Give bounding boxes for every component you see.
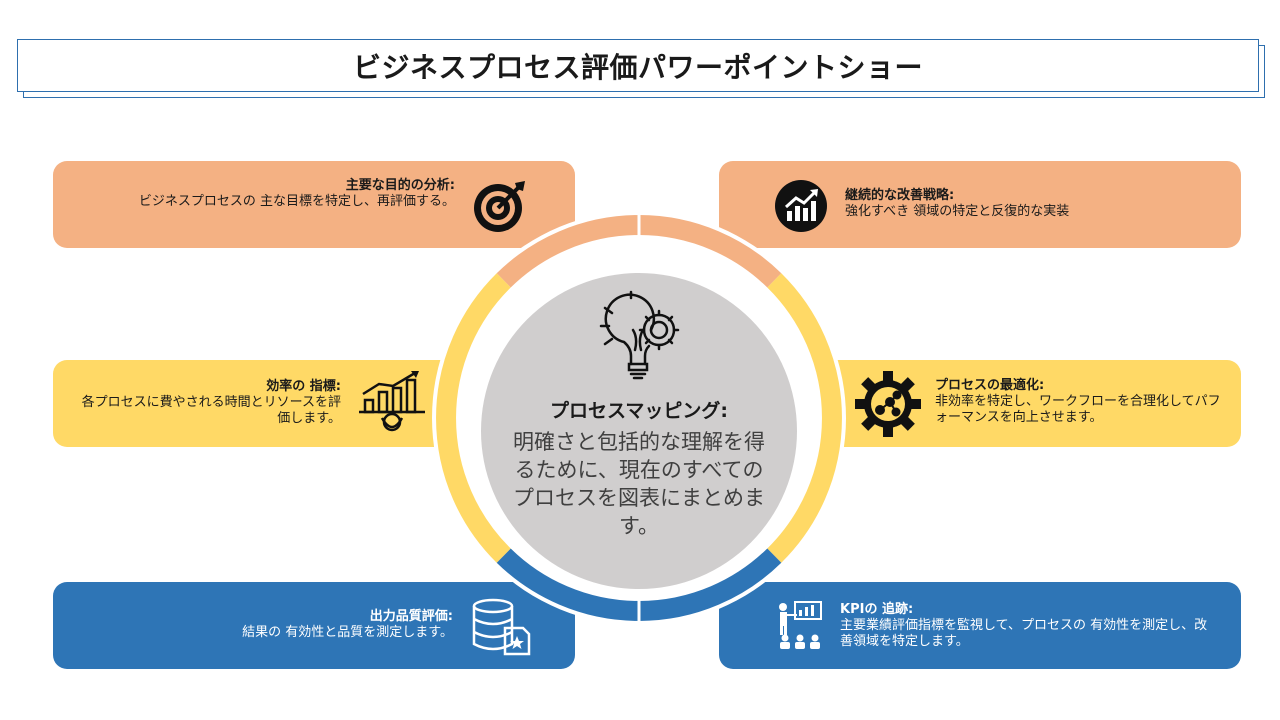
card-text: KPIの 追跡: 主要業績評価指標を監視して、プロセスの 有効性を測定し、改善領… [840,602,1220,650]
bar-chart-gear-icon [357,370,427,436]
card-title: 効率の 指標: [266,379,341,394]
presentation-audience-icon [775,600,825,650]
card-title: プロセスの最適化: [935,378,1045,393]
network-gear-icon [855,371,921,437]
card-kpi-tracking: KPIの 追跡: 主要業績評価指標を監視して、プロセスの 有効性を測定し、改善領… [719,582,1241,669]
card-description: 非効率を特定し、ワークフローを合理化してパフォーマンスを向上させます。 [935,394,1221,425]
card-text: プロセスの最適化: 非効率を特定し、ワークフローを合理化してパフォーマンスを向上… [935,378,1225,426]
card-text: 主要な目的の分析: ビジネスプロセスの 主な目標を特定し、再評価する。 [135,178,455,210]
card-output-quality: 出力品質評価: 結果の 有効性と品質を測定します。 [53,582,575,669]
card-description: ビジネスプロセスの 主な目標を特定し、再評価する。 [138,194,455,209]
card-description: 主要業績評価指標を監視して、プロセスの 有効性を測定し、改善領域を特定します。 [840,618,1208,649]
card-description: 強化すべき 領域の特定と反復的な実装 [845,204,1070,219]
center-title: プロセスマッピング: [549,400,729,422]
card-description: 各プロセスに費やされる時間とリソースを評価します。 [81,395,341,426]
card-key-objectives: 主要な目的の分析: ビジネスプロセスの 主な目標を特定し、再評価する。 [53,161,575,248]
card-text: 継続的な改善戦略: 強化すべき 領域の特定と反復的な実装 [845,188,1215,220]
card-text: 効率の 指標: 各プロセスに費やされる時間とリソースを評価します。 [81,379,341,427]
lightbulb-gear-icon [591,290,687,386]
card-title: 継続的な改善戦略: [845,188,955,203]
card-description: 結果の 有効性と品質を測定します。 [242,625,453,640]
center-body: 明確さと包括的な理解を得るために、現在のすべてのプロセスを図表にまとめます。 [513,430,765,538]
card-text: 出力品質評価: 結果の 有効性と品質を測定します。 [133,609,453,641]
ring-segment-yellow-right [767,273,842,563]
center-panel: プロセスマッピング: 明確さと包括的な理解を得るために、現在のすべてのプロセスを… [481,284,797,578]
target-icon [471,177,529,235]
ring-segment-yellow-left [436,273,511,563]
card-title: 出力品質評価: [369,609,453,624]
database-star-icon [471,598,535,656]
card-title: KPIの 追跡: [840,602,914,617]
title-box: ビジネスプロセス評価パワーポイントショー [17,39,1259,92]
page-title: ビジネスプロセス評価パワーポイントショー [352,50,923,84]
card-continuous-improvement: 継続的な改善戦略: 強化すべき 領域の特定と反復的な実装 [719,161,1241,248]
card-title: 主要な目的の分析: [345,178,455,193]
growth-chart-icon [774,179,828,233]
